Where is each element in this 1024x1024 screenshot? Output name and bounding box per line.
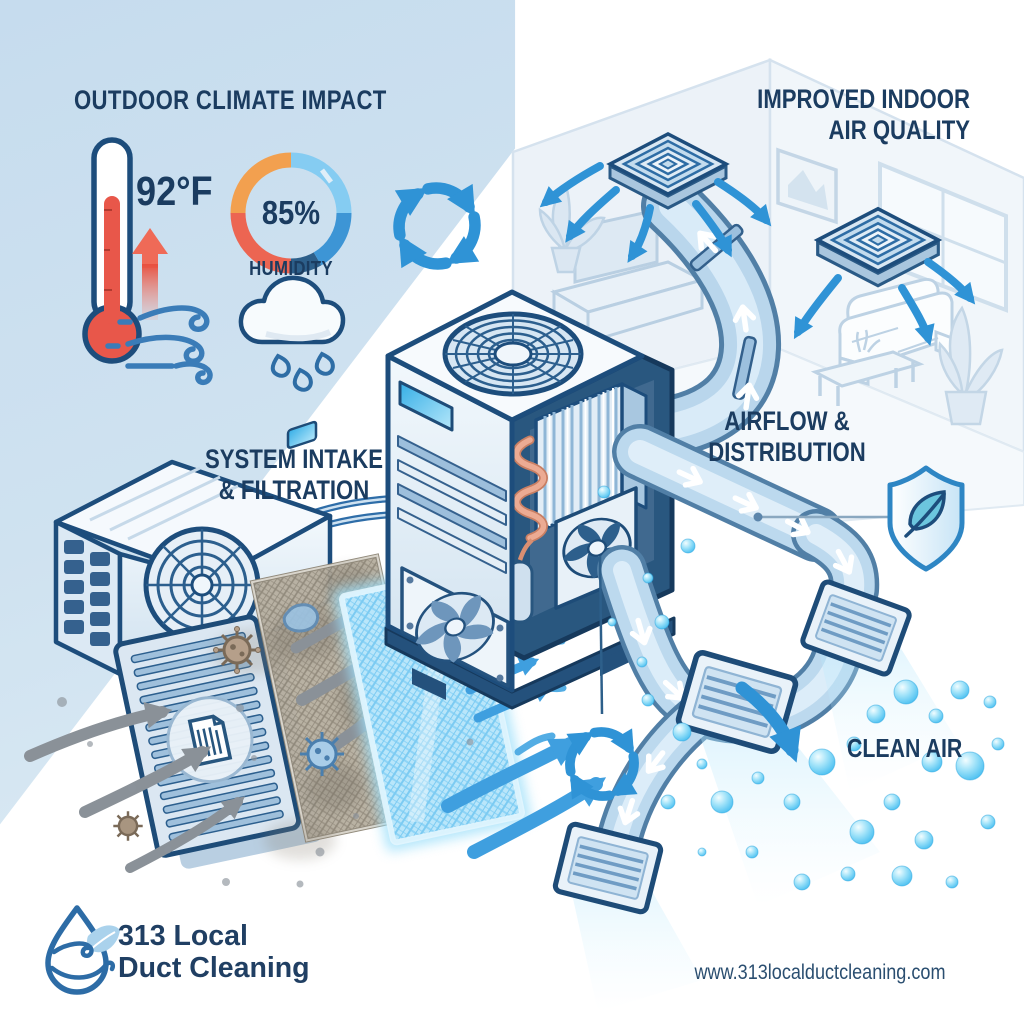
condenser-louvers [64,540,110,646]
humidity-value: 85% [261,194,321,231]
intake-title-line1: SYSTEM INTAKE [205,444,383,474]
indoor-title-line1: IMPROVED INDOOR [757,84,970,114]
condenser-display [286,420,318,449]
logo-line1: 313 Local [118,920,248,952]
ceiling-diffuser [793,206,976,346]
side-fan-panel [400,566,510,688]
recirculation-arrows-icon [399,188,475,264]
duct-riser [617,175,782,461]
system-intake-title: SYSTEM INTAKE & FILTRATION [187,444,402,507]
dust-particles [57,697,474,888]
outdoor-climate-title: OUTDOOR CLIMATE IMPACT [74,85,387,115]
airflow-title-line2: DISTRIBUTION [708,437,866,468]
rain-cloud-icon [238,275,346,392]
clean-air-arrow [735,681,801,763]
shield-leaf-icon [887,465,965,572]
water-drop-leaf-swirl-icon [45,905,120,995]
airflow-arrows [539,162,772,263]
callout-lines [598,512,890,715]
airflow-distribution-title: AIRFLOW & DISTRIBUTION [675,406,900,469]
potted-plant [938,305,1004,426]
airflow-arrows [793,258,976,346]
top-fan-grille [442,311,584,397]
airflow-beam [572,870,702,1012]
thermometer-icon [82,137,142,364]
picture-frame [776,147,838,225]
supply-vent [554,823,662,913]
control-display [398,380,454,432]
return-grille [113,614,322,869]
logo-text: 313 Local Duct Cleaning [118,920,310,984]
humidity-gauge [230,152,352,274]
intake-title-line2: & FILTRATION [218,475,370,506]
temperature-value: 92°F [136,168,213,214]
clean-air-label: CLEAN AIR [847,733,963,763]
airflow-title-line1: AIRFLOW & [724,406,850,436]
logo-line2: Duct Cleaning [118,952,310,985]
hvac-air-handler [384,289,676,710]
humidity-label: HUMIDITY [249,257,333,280]
coffee-table [810,329,925,406]
louver-slats [397,435,507,574]
air-bubbles [597,485,1005,891]
germ-icons [57,603,474,888]
indoor-air-quality-title: IMPROVED INDOOR AIR QUALITY [699,84,970,147]
ceiling-diffuser [539,132,772,263]
wind-icon [105,305,213,386]
indoor-title-line2: AIR QUALITY [828,115,970,146]
website-url: www.313localductcleaning.com [694,960,946,984]
temperature-rise-arrow-icon [132,228,168,320]
